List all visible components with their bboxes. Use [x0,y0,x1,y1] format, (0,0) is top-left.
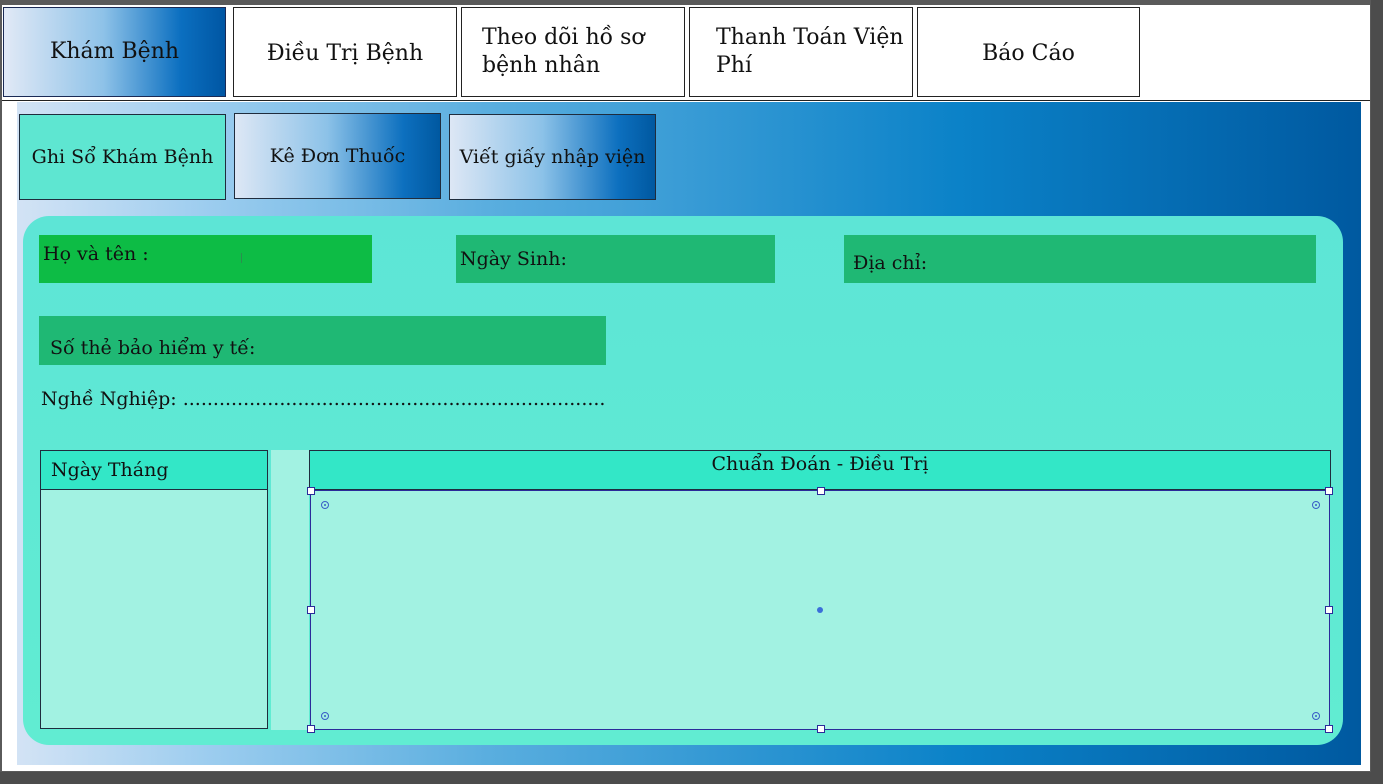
resize-handle-bottom-right[interactable] [1325,725,1333,733]
patient-form-card: Họ và tên : Ngày Sinh: Địa chỉ: Số thẻ b… [23,216,1343,745]
button-label: Ghi Sổ Khám Bệnh [31,146,214,168]
center-point-icon [817,607,823,613]
tab-label: Báo Cáo [982,41,1075,66]
name-label: Họ và tên : [43,243,149,265]
dob-label: Ngày Sinh: [460,248,567,270]
address-field[interactable]: Địa chỉ: [844,235,1316,283]
corner-radius-icon[interactable] [1312,712,1320,720]
corner-radius-icon[interactable] [1312,501,1320,509]
tab-theo-doi-ho-so[interactable]: Theo dõi hồ sơ bệnh nhân [461,7,685,97]
ghi-so-kham-benh-button[interactable]: Ghi Sổ Khám Bệnh [19,114,226,200]
column-gap [271,450,309,730]
tab-label: Điều Trị Bệnh [266,41,424,66]
text-caret [241,253,242,263]
resize-handle-bottom[interactable] [817,725,825,733]
resize-handle-top-right[interactable] [1325,487,1333,495]
tab-label: Khám Bệnh [49,39,180,64]
tab-bao-cao[interactable]: Báo Cáo [917,7,1140,97]
date-column-header: Ngày Tháng [40,450,268,490]
diagnosis-text-area[interactable] [307,487,1333,733]
dob-field[interactable]: Ngày Sinh: [456,235,775,283]
canvas-edge-bottom [0,772,1383,784]
address-label: Địa chỉ: [853,252,928,274]
tab-kham-benh[interactable]: Khám Bệnh [3,7,226,97]
tab-dieu-tri-benh[interactable]: Điều Trị Bệnh [233,7,457,97]
resize-handle-top[interactable] [817,487,825,495]
button-label: Kê Đơn Thuốc [269,145,406,167]
date-header-label: Ngày Tháng [51,459,169,481]
resize-handle-bottom-left[interactable] [307,725,315,733]
insurance-field[interactable]: Số thẻ bảo hiểm y tế: [39,316,606,365]
diagnosis-column-header: Chuẩn Đoán - Điều Trị [309,450,1331,490]
resize-handle-top-left[interactable] [307,487,315,495]
viet-giay-nhap-vien-button[interactable]: Viết giấy nhập viện [449,114,656,200]
tab-label: Thanh Toán Viện Phí [716,25,904,78]
button-label: Viết giấy nhập viện [459,146,646,168]
corner-radius-icon[interactable] [321,712,329,720]
insurance-label: Số thẻ bảo hiểm y tế: [50,336,256,359]
tab-thanh-toan-vien-phi[interactable]: Thanh Toán Viện Phí [689,7,913,97]
ke-don-thuoc-button[interactable]: Kê Đơn Thuốc [234,113,441,199]
name-field[interactable]: Họ và tên : [39,235,372,283]
occupation-line[interactable]: Nghề Nghiệp: ...........................… [41,388,606,410]
diagnosis-header-label: Chuẩn Đoán - Điều Trị [711,453,929,475]
resize-handle-right[interactable] [1325,606,1333,614]
tab-label: Theo dõi hồ sơ bệnh nhân [482,25,645,78]
canvas-edge-right [1371,0,1383,784]
corner-radius-icon[interactable] [321,501,329,509]
top-navigation: Khám Bệnh Điều Trị Bệnh Theo dõi hồ sơ b… [2,5,1370,101]
date-column-body[interactable] [40,489,268,729]
main-panel: Ghi Sổ Khám Bệnh Kê Đơn Thuốc Viết giấy … [17,102,1361,765]
resize-handle-left[interactable] [307,606,315,614]
